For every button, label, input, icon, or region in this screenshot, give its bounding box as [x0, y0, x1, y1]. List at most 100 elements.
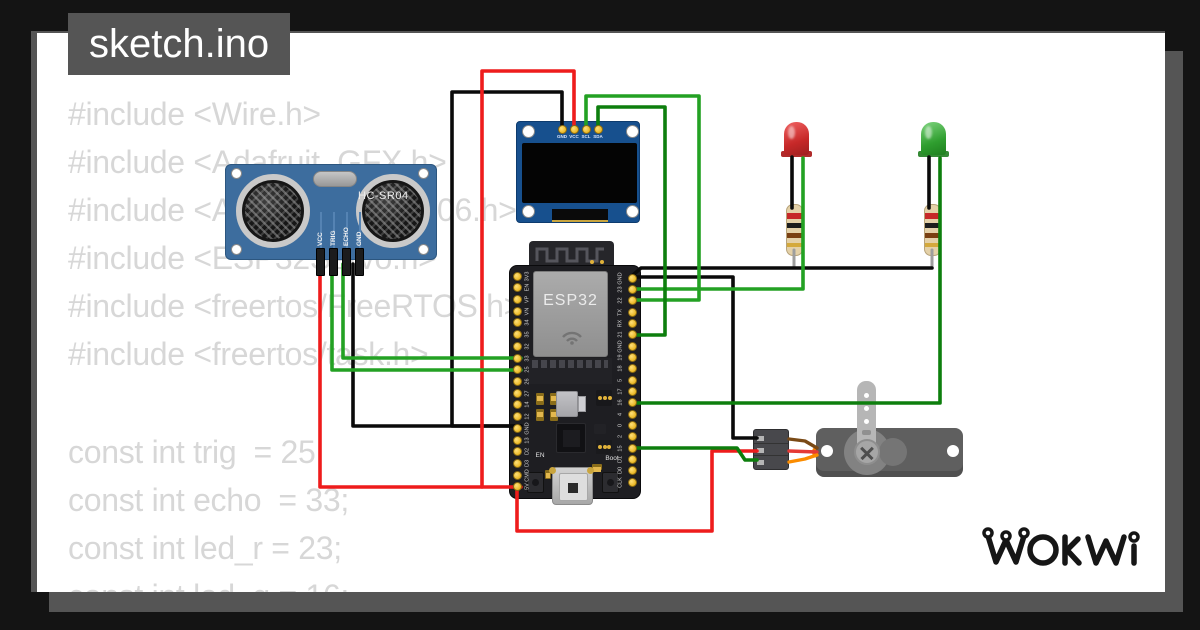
oled-pin-VCC[interactable] [569, 124, 579, 134]
shield-band [528, 358, 612, 384]
esp32-pin-VN[interactable] [512, 306, 522, 316]
esp32-pin-CMD[interactable] [512, 470, 522, 480]
oled-pin-SDA[interactable] [593, 124, 603, 134]
hcsr04-trace [332, 212, 335, 250]
wire-oled-gnd[interactable] [450, 90, 564, 428]
esp32-pin-35[interactable] [512, 330, 522, 340]
esp32-pin-23[interactable] [627, 284, 637, 294]
esp32-pin-5V[interactable] [512, 482, 522, 492]
esp32-pin-D3[interactable] [512, 459, 522, 469]
file-tab-label: sketch.ino [89, 22, 270, 66]
wire-hcsr04-trig[interactable] [330, 262, 523, 372]
wire-gnd-led-bus[interactable] [631, 266, 934, 277]
esp32-pin-27[interactable] [512, 388, 522, 398]
en-button-label: EN [535, 452, 545, 459]
led-red[interactable] [781, 120, 812, 160]
hcsr04-sensor[interactable]: HC-SR04 [225, 164, 437, 260]
esp32-pin-RX[interactable] [627, 318, 637, 328]
code-line: #include <freertos/FreeRTOS.h> [68, 288, 523, 324]
resistor-band-gold [787, 243, 802, 247]
wire-5v-servo[interactable] [515, 449, 759, 533]
wire-led-green-anode[interactable] [632, 156, 942, 405]
esp32-pin-33[interactable] [512, 353, 522, 363]
hcsr04-pin-GND[interactable] [355, 248, 364, 276]
esp32-pin-3V3[interactable] [512, 271, 522, 281]
hcsr04-trace [358, 212, 361, 250]
wire-hcsr04-echo[interactable] [341, 262, 523, 360]
servo-motor[interactable] [750, 375, 970, 480]
wire-hcsr04-vcc[interactable] [318, 262, 523, 489]
esp32-pin-5[interactable] [627, 375, 637, 385]
mount-hole [522, 205, 535, 218]
esp32-pin-GND[interactable] [627, 273, 637, 283]
usb-screw [549, 467, 556, 474]
esp32-pin-GND[interactable] [512, 423, 522, 433]
esp32-pin-13[interactable] [512, 435, 522, 445]
esp32-board[interactable]: ESP32 EN Boot [509, 241, 641, 505]
esp32-pin-16[interactable] [627, 398, 637, 408]
esp32-pin-34[interactable] [512, 318, 522, 328]
wire-oled-sda[interactable] [596, 105, 667, 337]
oled-pin-GND[interactable] [557, 124, 567, 134]
wire-servo-red[interactable] [787, 449, 819, 454]
servo-connector [753, 429, 789, 470]
code-line: const int trig = 25; [68, 434, 325, 470]
esp32-pin-26[interactable] [512, 376, 522, 386]
wire-servo-brown[interactable] [787, 437, 819, 450]
esp32-pin-4[interactable] [627, 409, 637, 419]
hcsr04-pin-ECHO[interactable] [342, 248, 351, 276]
esp32-pin-EN[interactable] [512, 283, 522, 293]
wire-hcsr04-gnd[interactable] [351, 262, 523, 428]
wire-oled-vcc[interactable] [480, 69, 576, 489]
esp32-pin-19[interactable] [627, 352, 637, 362]
wire-servo-signal[interactable] [632, 446, 759, 462]
oled-pin-label: GND [557, 134, 567, 139]
file-tab[interactable]: sketch.ino [68, 13, 291, 75]
boot-button[interactable] [602, 472, 619, 493]
servo-horn [857, 381, 876, 457]
esp32-pin-TX[interactable] [627, 307, 637, 317]
servo-horn-screw [854, 439, 880, 465]
esp32-pin-12[interactable] [512, 412, 522, 422]
esp32-pin-22[interactable] [627, 296, 637, 306]
boot-button-label: Boot [605, 455, 619, 462]
oled-pin-SCL[interactable] [581, 124, 591, 134]
servo-mount-hole [821, 445, 833, 457]
esp32-pin-17[interactable] [627, 387, 637, 396]
esp32-pin-21[interactable] [627, 330, 637, 340]
esp32-pin-label: CLK [617, 476, 624, 488]
esp32-pin-GND[interactable] [627, 341, 637, 351]
oled-display[interactable] [516, 121, 640, 223]
esp32-pin-18[interactable] [627, 364, 637, 374]
led-green[interactable] [918, 120, 949, 160]
esp32-pin-2[interactable] [627, 432, 637, 442]
en-button[interactable] [527, 472, 544, 493]
hcsr04-pin-TRIG[interactable] [329, 248, 338, 276]
hcsr04-pin-label: ECHO [342, 227, 350, 246]
code-line: const int led_g = 16; [68, 572, 349, 592]
wire-led-red-anode[interactable] [632, 156, 805, 291]
hcsr04-pin-VCC[interactable] [316, 248, 325, 276]
esp32-pin-CLK[interactable] [627, 477, 637, 487]
esp32-module: ESP32 [533, 271, 608, 357]
hcsr04-pin-label: GND [355, 231, 363, 246]
esp32-pin-D2[interactable] [512, 447, 522, 457]
esp32-pin-D1[interactable] [627, 455, 637, 465]
oscillator [313, 171, 357, 187]
code-line: #include <Wire.h> [68, 96, 321, 132]
led-body [784, 122, 809, 155]
castellation-pads [532, 360, 608, 368]
ic-small [594, 424, 606, 434]
wire-servo-orange[interactable] [787, 453, 819, 464]
esp32-pin-25[interactable] [512, 365, 522, 375]
esp32-pin-32[interactable] [512, 341, 522, 351]
wire-gnd-servo[interactable] [632, 275, 759, 440]
wire-oled-scl[interactable] [584, 94, 701, 302]
servo-gear-small [879, 438, 907, 466]
esp32-pin-0[interactable] [627, 421, 637, 431]
esp32-pin-VP[interactable] [512, 294, 522, 304]
esp32-pin-14[interactable] [512, 400, 522, 410]
esp32-pin-15[interactable] [627, 443, 637, 453]
esp32-pin-D0[interactable] [627, 466, 637, 476]
